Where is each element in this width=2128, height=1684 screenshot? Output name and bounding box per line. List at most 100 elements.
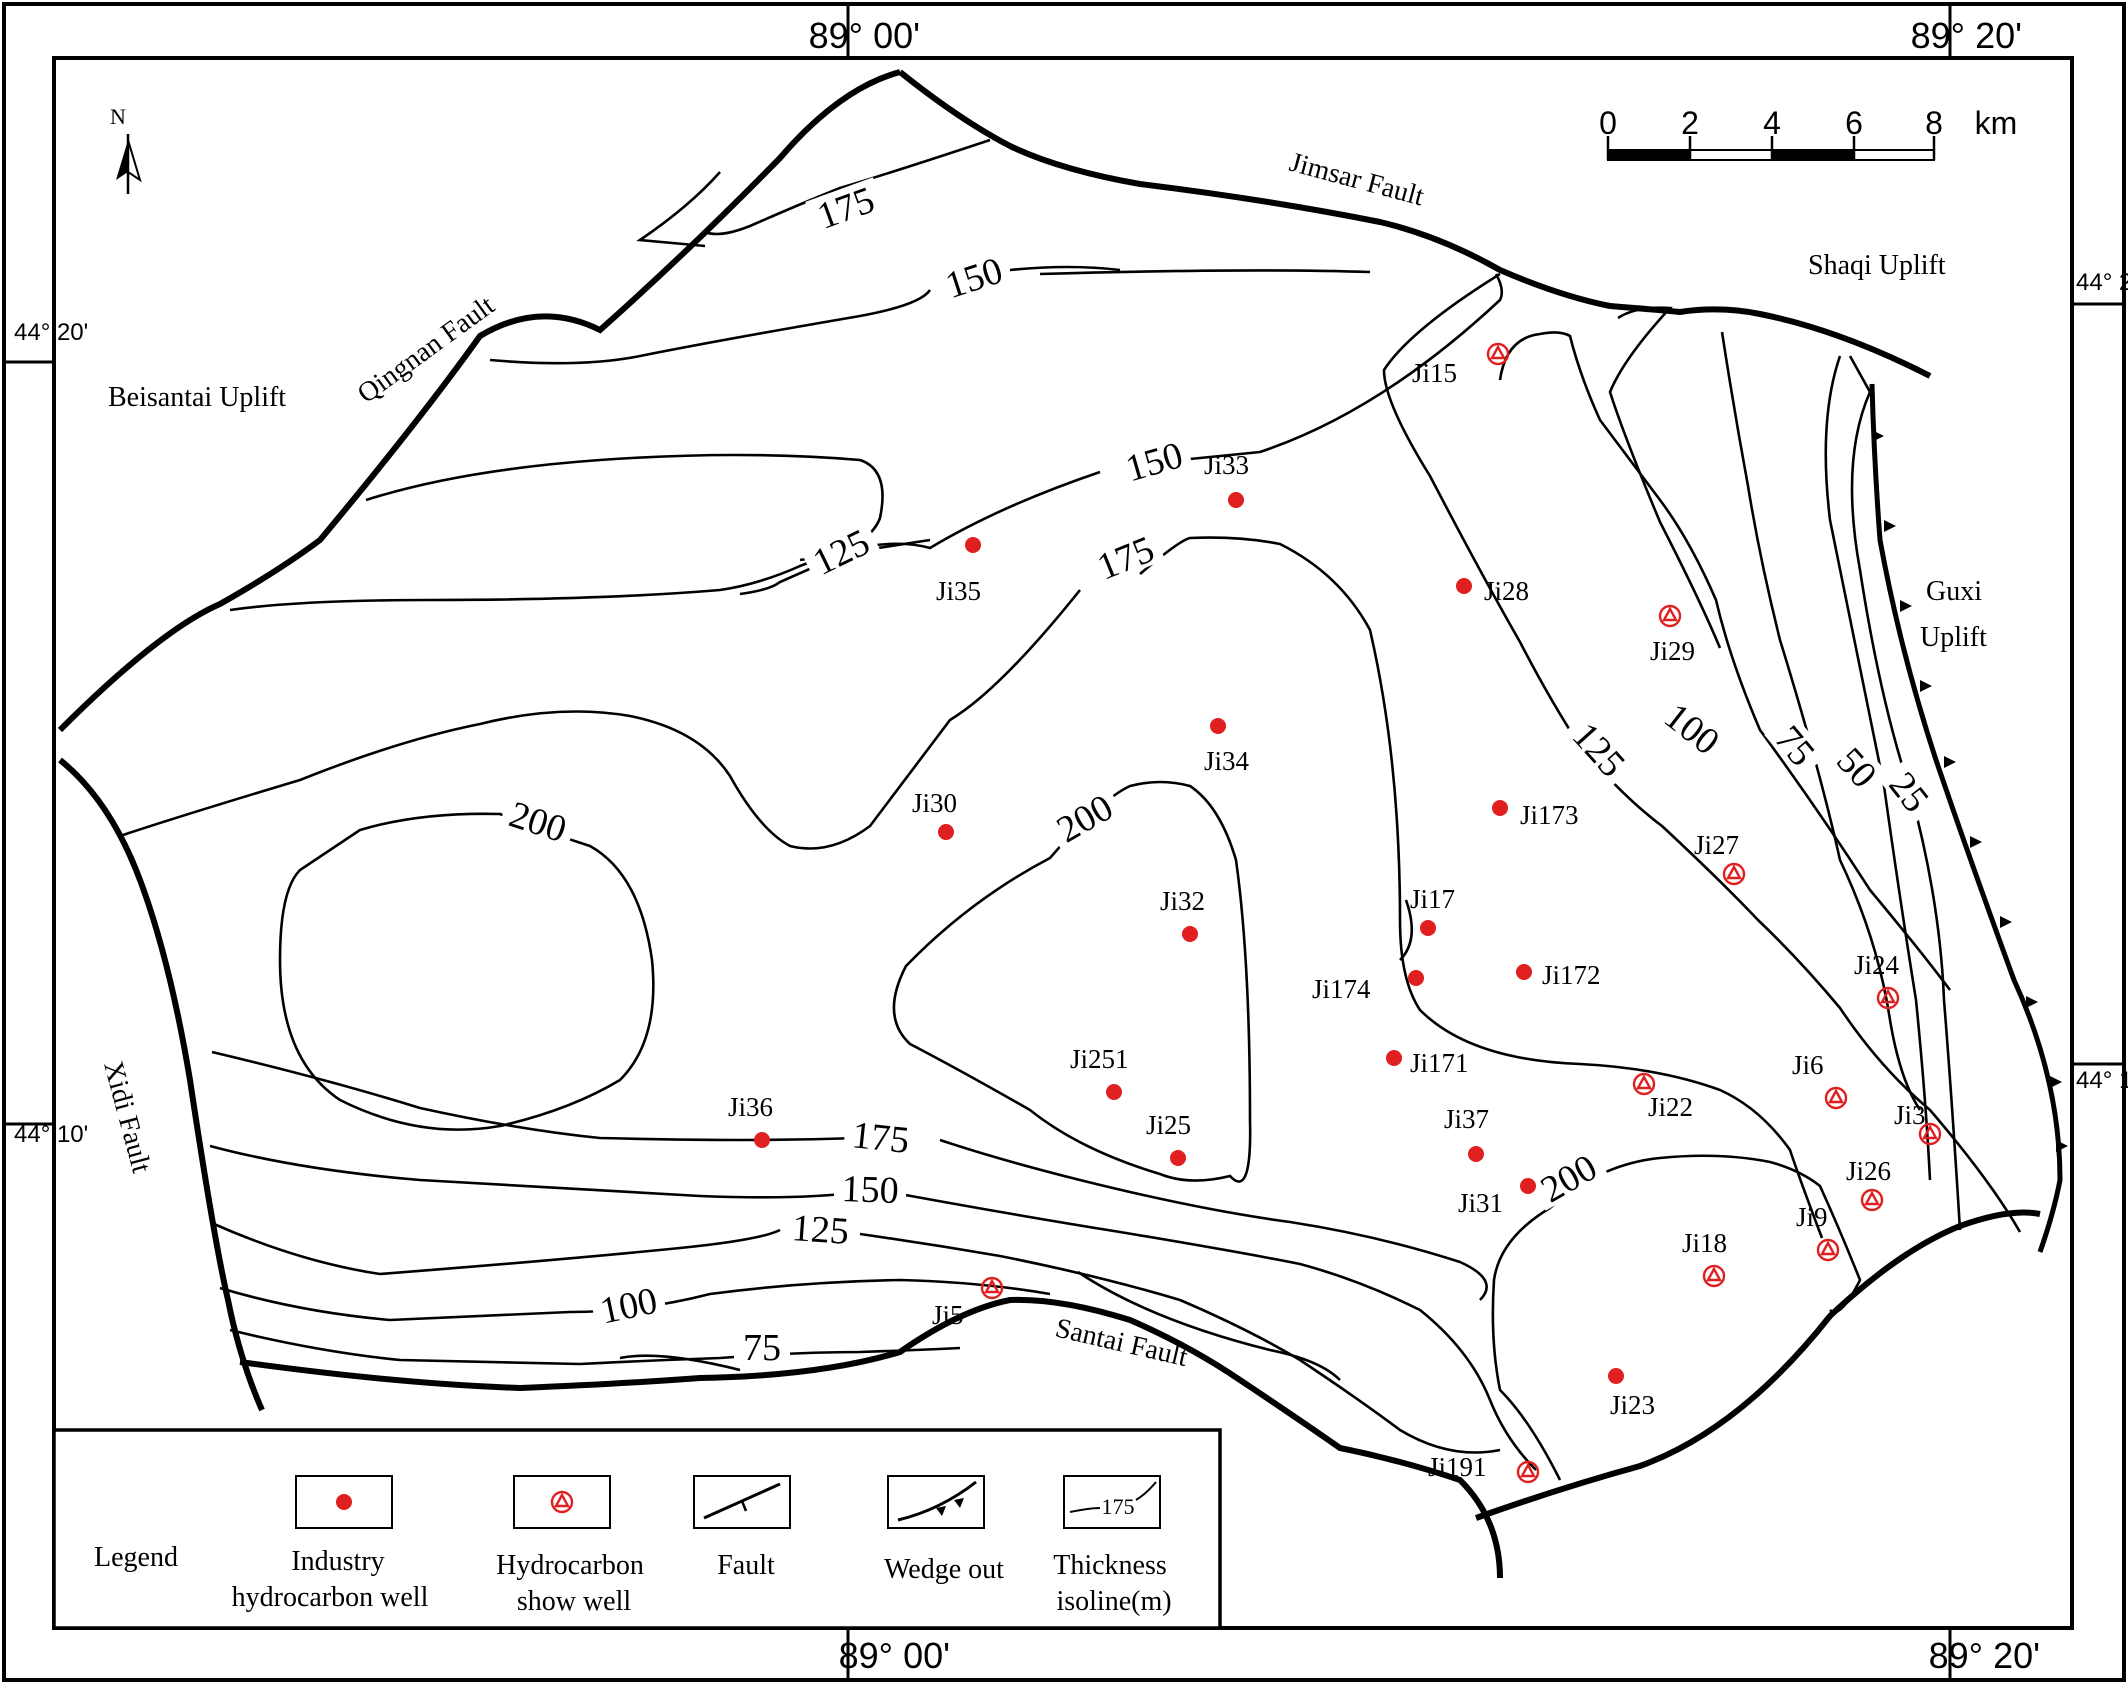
boundary-fault-north xyxy=(57,69,901,733)
show-well-ji3 xyxy=(1918,1122,1942,1146)
well-label-ji35: Ji35 xyxy=(936,576,981,606)
show-well-ji24 xyxy=(1876,986,1900,1010)
industry-well-ji36 xyxy=(754,1132,770,1148)
well-label-ji33: Ji33 xyxy=(1204,450,1249,480)
well-label-ji32: Ji32 xyxy=(1160,886,1205,916)
isoline-75-south xyxy=(229,1328,961,1366)
isoline-label: 75 xyxy=(743,1327,781,1369)
coord-right-upper: 44° 20' xyxy=(2076,269,2128,296)
north-arrow: N xyxy=(110,104,142,194)
scale-tick-6: 6 xyxy=(1845,105,1863,141)
qingnan-fault-label: Qingnan Fault xyxy=(352,290,501,410)
well-label-ji34: Ji34 xyxy=(1204,746,1250,776)
isoline-200-southeast xyxy=(1549,1154,1862,1314)
industry-well-ji171 xyxy=(1386,1050,1402,1066)
well-label-ji26: Ji26 xyxy=(1846,1156,1891,1186)
industry-well-ji17 xyxy=(1420,920,1436,936)
industry-well-ji33 xyxy=(1228,492,1244,508)
isoline-label: 175 xyxy=(850,1114,911,1162)
industry-well-ji37 xyxy=(1468,1146,1484,1162)
scale-bar: 0 2 4 6 8 km xyxy=(1599,105,2017,161)
industry-well-ji173 xyxy=(1492,800,1508,816)
legend-wedge-symbol xyxy=(897,1480,977,1522)
coord-bottom-right: 89° 20' xyxy=(1929,1635,2040,1676)
isoline-150-mid xyxy=(229,470,1101,612)
scale-tick-0: 0 xyxy=(1599,105,1617,141)
well-label-ji9: Ji9 xyxy=(1796,1202,1828,1232)
faults xyxy=(57,69,2041,1579)
legend-isoline-1: Thickness xyxy=(1053,1550,1167,1581)
isoline-175-mid xyxy=(119,589,1082,850)
well-label-ji15: Ji15 xyxy=(1412,358,1457,388)
legend-industry-2: hydrocarbon well xyxy=(232,1582,429,1613)
scale-tick-2: 2 xyxy=(1681,105,1699,141)
industry-wells: Ji33 Ji35 Ji28 Ji34 Ji30 Ji173 Ji32 Ji17… xyxy=(728,450,1655,1420)
well-label-ji37: Ji37 xyxy=(1444,1104,1489,1134)
coord-top-right: 89° 20' xyxy=(1911,15,2022,56)
legend-show-1: Hydrocarbon xyxy=(496,1550,644,1581)
well-label-ji191: Ji191 xyxy=(1428,1452,1487,1482)
isoline-125-north xyxy=(365,453,884,596)
scale-tick-4: 4 xyxy=(1763,105,1781,141)
coord-right-lower: 44° 10' xyxy=(2076,1067,2128,1094)
scale-tick-8: 8 xyxy=(1925,105,1943,141)
xidi-fault-line xyxy=(58,757,265,1412)
isoline-200-west xyxy=(278,812,655,1131)
isoline-label: 125 xyxy=(791,1207,851,1253)
show-wells xyxy=(980,342,1942,1484)
isoline-150-north xyxy=(489,289,932,365)
well-label-ji172: Ji172 xyxy=(1542,960,1601,990)
coord-top-left: 89° 00' xyxy=(809,15,920,56)
legend-show-2: show well xyxy=(517,1586,632,1617)
coord-left-upper: 44° 20' xyxy=(14,319,88,346)
well-label-ji31: Ji31 xyxy=(1458,1188,1503,1218)
well-label-ji17: Ji17 xyxy=(1410,884,1455,914)
industry-well-ji251 xyxy=(1106,1084,1122,1100)
graticule-ticks xyxy=(4,4,2124,1680)
legend-title: Legend xyxy=(94,1542,178,1573)
well-label-ji28: Ji28 xyxy=(1484,576,1529,606)
legend: Legend Industry hydrocarbon well Hydroca… xyxy=(52,1428,1222,1630)
isoline-label: 150 xyxy=(841,1168,899,1212)
shaqi-uplift-label: Shaqi Uplift xyxy=(1808,250,1946,281)
jimsar-fault-label: Jimsar Fault xyxy=(1286,147,1427,213)
industry-well-ji34 xyxy=(1210,718,1226,734)
show-well-ji9 xyxy=(1816,1238,1840,1262)
show-well-ji5 xyxy=(980,1276,1004,1300)
well-label-ji29: Ji29 xyxy=(1650,636,1695,666)
santai-fault-label: Santai Fault xyxy=(1052,1313,1190,1374)
legend-isoline-symbol xyxy=(1069,1507,1101,1513)
wedge-out xyxy=(1869,383,2068,1253)
coord-left-lower: 44° 10' xyxy=(14,1121,88,1148)
well-label-ji5: Ji5 xyxy=(932,1300,964,1330)
well-label-ji18: Ji18 xyxy=(1682,1228,1727,1258)
well-label-ji36: Ji36 xyxy=(728,1092,773,1122)
beisantai-uplift-label: Beisantai Uplift xyxy=(108,382,286,413)
well-label-ji174: Ji174 xyxy=(1312,974,1371,1004)
industry-well-ji174 xyxy=(1408,970,1424,986)
industry-well-ji28 xyxy=(1456,578,1472,594)
show-well-ji29 xyxy=(1658,604,1682,628)
well-label-ji173: Ji173 xyxy=(1520,800,1579,830)
well-label-ji3: Ji3 xyxy=(1894,1100,1926,1130)
legend-wedge: Wedge out xyxy=(884,1554,1004,1585)
legend-show-symbol xyxy=(550,1490,574,1514)
industry-well-ji23 xyxy=(1608,1368,1624,1384)
industry-well-ji25 xyxy=(1170,1150,1186,1166)
well-label-ji251: Ji251 xyxy=(1070,1044,1129,1074)
isoline-label: 100 xyxy=(597,1280,661,1333)
boundary-fault-southeast xyxy=(1474,1209,2041,1521)
well-label-ji6: Ji6 xyxy=(1792,1050,1824,1080)
legend-isoline-2: isoline(m) xyxy=(1056,1586,1171,1617)
isoline-100-east xyxy=(1498,331,1952,991)
well-label-ji25: Ji25 xyxy=(1146,1110,1191,1140)
well-label-ji24: Ji24 xyxy=(1854,950,1900,980)
show-well-ji18 xyxy=(1702,1264,1726,1288)
legend-industry-1: Industry xyxy=(291,1546,384,1577)
north-label: N xyxy=(110,104,126,129)
well-label-ji23: Ji23 xyxy=(1610,1390,1655,1420)
isoline-125-east xyxy=(1382,272,2022,1233)
isoline-175-north xyxy=(704,138,991,236)
